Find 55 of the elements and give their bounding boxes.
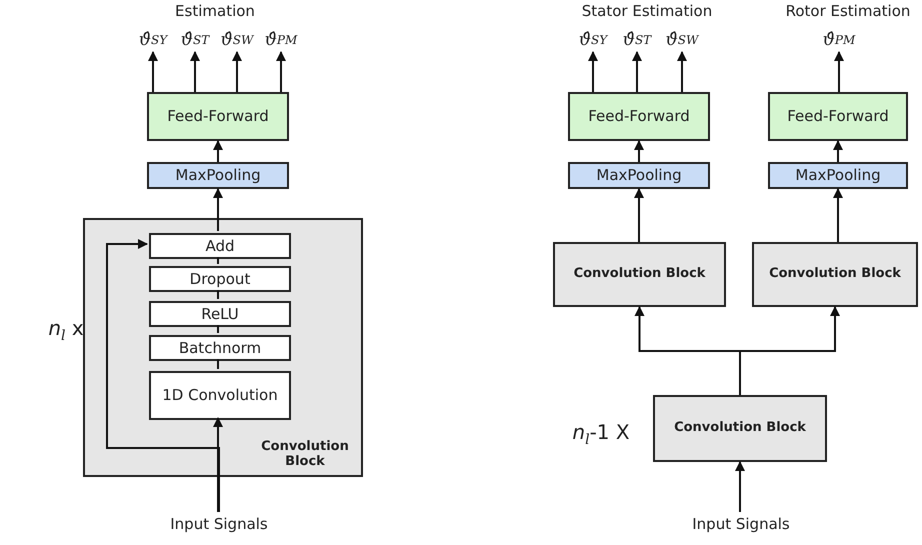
arrow xyxy=(634,140,644,162)
input-label: Input Signals xyxy=(164,512,274,536)
arrow xyxy=(213,140,223,162)
box-label: Dropout xyxy=(190,270,250,288)
pooling-box xyxy=(147,162,289,189)
arrow xyxy=(276,51,286,92)
arrow xyxy=(106,239,220,512)
convolution-block-box xyxy=(83,218,363,477)
box-label: MaxPooling xyxy=(795,166,881,185)
box-label: Feed-Forward xyxy=(787,107,889,126)
arrow xyxy=(739,306,840,395)
layer-box xyxy=(149,371,291,420)
box-label: MaxPooling xyxy=(175,166,261,185)
box-label: Add xyxy=(205,236,235,256)
arrow xyxy=(834,51,844,92)
layer-box xyxy=(149,301,291,327)
pooling-box xyxy=(568,162,710,189)
convolution-block-box xyxy=(752,242,918,307)
box-label: Convolution Block xyxy=(674,421,806,436)
feed-forward-box xyxy=(147,92,289,141)
pooling-box xyxy=(768,162,908,189)
box-label: Convolution Block xyxy=(260,440,350,469)
box-label: ReLU xyxy=(201,304,239,324)
arrow xyxy=(735,461,745,512)
box-label: 1D Convolution xyxy=(162,386,278,405)
arrow xyxy=(677,51,687,92)
repeat-count-label: n$_{l}$-1 X xyxy=(571,420,631,448)
repeat-count-label: n$_{l}$ x xyxy=(47,316,85,344)
box-label: Convolution Block xyxy=(769,267,901,282)
box-label: Convolution Block xyxy=(574,267,706,282)
feed-forward-box xyxy=(768,92,908,141)
arrow xyxy=(833,140,843,162)
box-label: MaxPooling xyxy=(596,166,682,185)
arrow xyxy=(632,51,642,92)
arrow xyxy=(833,188,843,242)
layer-box xyxy=(149,233,291,259)
box-label: Batchnorm xyxy=(178,338,262,358)
layer-box xyxy=(149,335,291,361)
heading-label: Rotor Estimation xyxy=(784,2,912,20)
arrow xyxy=(213,417,223,512)
convolution-block-box xyxy=(553,242,726,307)
arrow xyxy=(148,51,158,92)
box-label: Feed-Forward xyxy=(588,107,690,126)
arrow xyxy=(232,51,242,92)
arrow xyxy=(588,51,598,92)
convolution-block-box xyxy=(653,395,827,462)
arrow xyxy=(190,51,200,92)
feed-forward-box xyxy=(568,92,710,141)
layer-box xyxy=(149,266,291,292)
arrow xyxy=(634,188,644,242)
box-label: Feed-Forward xyxy=(167,107,269,126)
input-label: Input Signals xyxy=(686,512,796,536)
heading-label: Stator Estimation xyxy=(580,2,714,20)
heading-label: Estimation xyxy=(174,2,256,20)
arrow xyxy=(213,188,223,231)
